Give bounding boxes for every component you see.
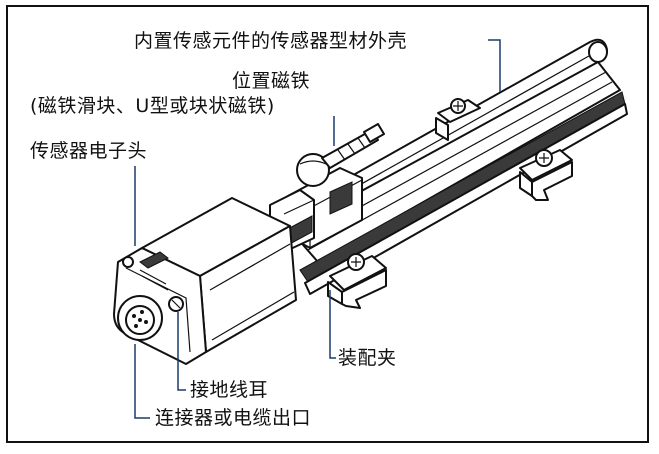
mounting-clamp-middle xyxy=(519,149,573,201)
sensor-profile-housing xyxy=(289,38,628,295)
sensor-electronic-head xyxy=(113,197,297,365)
label-magnet-types: (磁铁滑块、U型或块状磁铁) xyxy=(30,95,275,117)
label-magnet: 位置磁铁 xyxy=(232,70,311,92)
label-sensor-head: 传感器电子头 xyxy=(30,140,148,162)
mounting-clamp-front xyxy=(327,253,387,309)
label-connector: 连接器或电缆出口 xyxy=(155,407,312,429)
mounting-clamp-rear xyxy=(435,98,481,141)
label-ground-lug: 接地线耳 xyxy=(190,379,269,401)
callout-line-ground xyxy=(177,312,186,391)
callout-line-clamp xyxy=(329,290,336,359)
callout-line-housing xyxy=(488,39,501,92)
label-mounting-clamp: 装配夹 xyxy=(338,347,397,369)
callout-line-connector xyxy=(134,344,150,419)
label-housing: 内置传感元件的传感器型材外壳 xyxy=(134,30,408,52)
